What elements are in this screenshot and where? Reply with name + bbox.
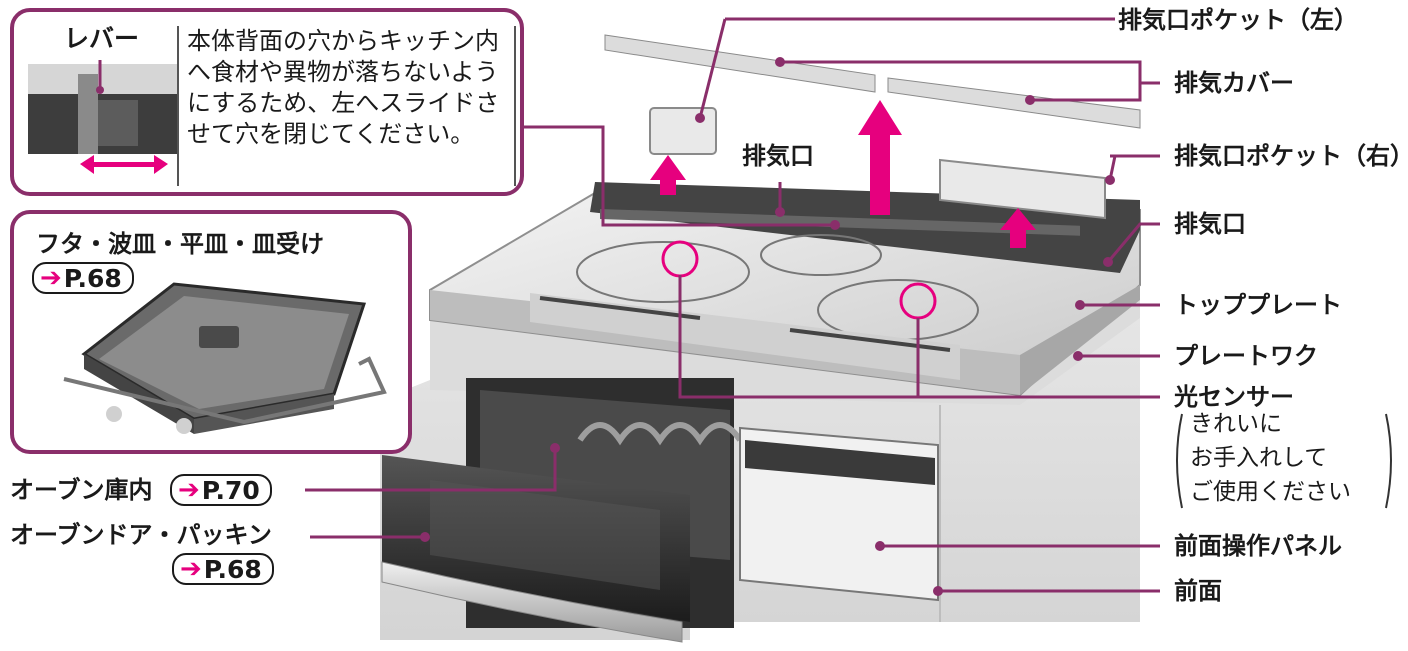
- accessory-ref[interactable]: ➔ P.68: [32, 262, 134, 294]
- label-exhaust-port-right: 排気口: [1174, 210, 1246, 238]
- accessory-title: フタ・波皿・平皿・皿受け: [36, 230, 324, 258]
- leader-lines: [305, 17, 1160, 593]
- label-front-panel: 前面操作パネル: [1174, 532, 1342, 560]
- label-light-sensor: 光センサー: [1174, 383, 1294, 411]
- lever-illustration: [28, 60, 178, 174]
- label-exhaust-cover: 排気カバー: [1174, 69, 1294, 97]
- exhaust-cover-right: [887, 77, 1141, 129]
- label-plate-work: プレートワク: [1174, 342, 1318, 370]
- label-front: 前面: [1174, 577, 1222, 605]
- accessory-ref-page: P.68: [63, 263, 122, 293]
- lever-note: 本体背面の穴からキッチン内へ食材や異物が落ちないようにするため、左へスライドさせ…: [187, 27, 500, 148]
- exhaust-pocket-right-shape: [939, 158, 1106, 220]
- light-sensor-note: きれいに お手入れして ご使用ください: [1170, 410, 1398, 512]
- label-oven-door: オーブンドア・パッキン: [10, 521, 272, 549]
- label-exhaust-pocket-left: 排気口ポケット（左）: [1118, 6, 1358, 34]
- oven-door-ref[interactable]: ➔ P.68: [172, 553, 274, 585]
- tray-illustration: [63, 282, 387, 434]
- arrow-right-icon: ➔: [40, 263, 62, 293]
- lever-panel: レバー 本体背面の穴からキッチン内へ食材や異物が落ちないようにするため、左へスラ…: [10, 8, 524, 196]
- label-oven-interior: オーブン庫内: [10, 476, 153, 504]
- lever-note-box: 本体背面の穴からキッチン内へ食材や異物が落ちないようにするため、左へスライドさせ…: [177, 26, 516, 186]
- double-arrow-icon: [80, 155, 168, 174]
- light-sensor-note-line-3: ご使用ください: [1190, 479, 1351, 505]
- oven-interior-ref-page: P.70: [201, 475, 260, 505]
- label-top-plate: トッププレート: [1174, 291, 1342, 319]
- light-sensor-note-line-1: きれいに: [1190, 411, 1282, 437]
- lever-title: レバー: [64, 24, 140, 53]
- accessory-panel: フタ・波皿・平皿・皿受け ➔ P.68: [10, 210, 412, 454]
- arrow-right-icon: ➔: [178, 475, 200, 505]
- up-arrow-icon: [650, 100, 1036, 248]
- oven-door-ref-page: P.68: [203, 554, 262, 584]
- light-sensor-note-line-2: お手入れして: [1190, 445, 1328, 471]
- oven-interior-ref[interactable]: ➔ P.70: [170, 474, 272, 506]
- exhaust-pocket-left-shape: [649, 107, 717, 155]
- label-exhaust-pocket-right: 排気口ポケット（右）: [1174, 142, 1408, 170]
- note-brackets: [1176, 413, 1392, 509]
- label-exhaust-port-center: 排気口: [742, 142, 814, 170]
- arrow-right-icon: ➔: [180, 554, 202, 584]
